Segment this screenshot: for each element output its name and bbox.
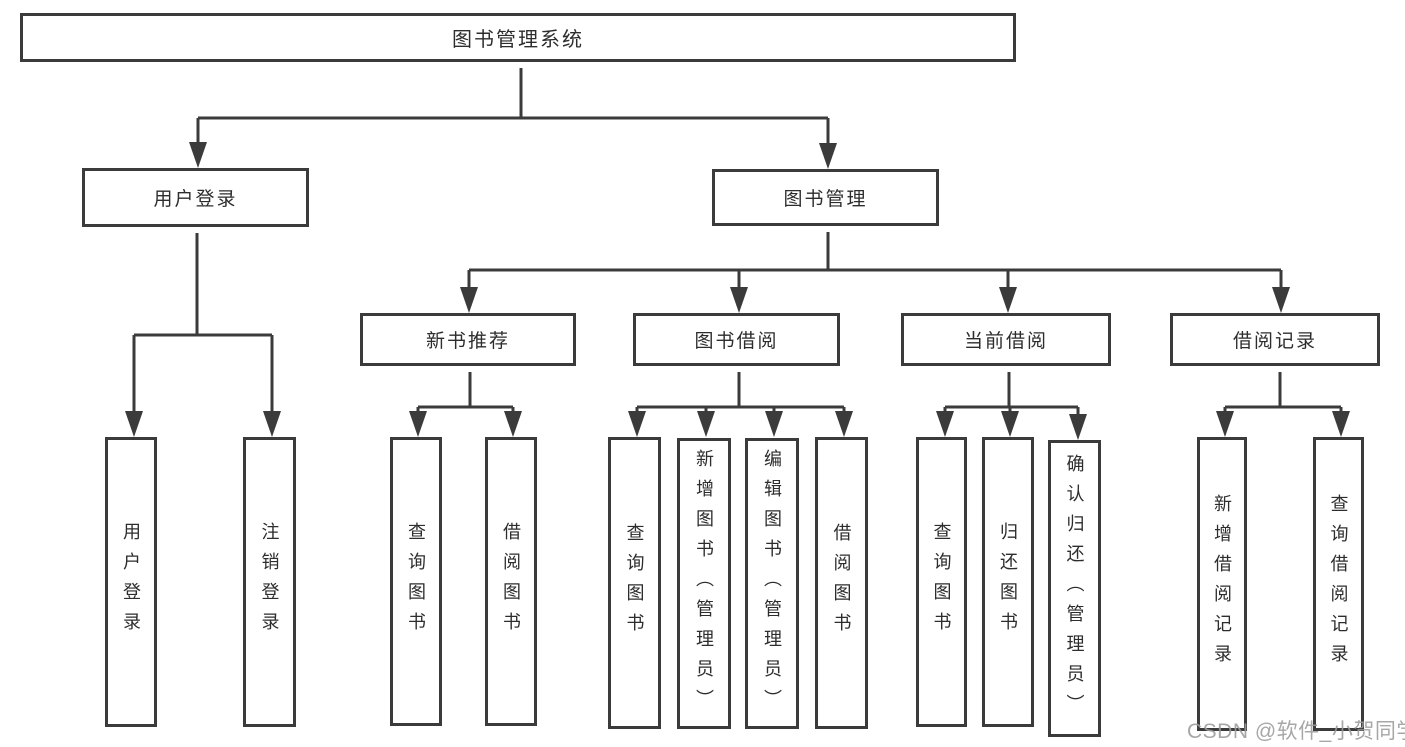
leaf-borrow-books: 借阅图书 [815, 437, 868, 729]
node-label: 图书管理 [783, 189, 868, 210]
leaf-label: 新增图书（管理员） [694, 448, 714, 719]
leaf-query-books-borrowing: 查询图书 [608, 437, 661, 729]
leaf-label: 查询图书 [624, 523, 645, 643]
leaf-query-borrow-record: 查询借阅记录 [1313, 437, 1364, 731]
leaf-label: 归还图书 [998, 522, 1018, 642]
leaf-label: 用户登录 [121, 522, 141, 642]
node-label: 用户登录 [153, 189, 238, 210]
leaf-user-login: 用户登录 [105, 437, 157, 727]
node-user-login: 用户登录 [82, 168, 309, 227]
node-label: 图书借阅 [694, 331, 779, 352]
node-label: 借阅记录 [1232, 331, 1317, 352]
leaf-label: 新增借阅记录 [1212, 494, 1232, 674]
leaf-return-books: 归还图书 [982, 437, 1034, 727]
csdn-watermark: CSDN @软件_小贺同学 [1187, 720, 1405, 743]
leaf-add-borrow-record: 新增借阅记录 [1197, 437, 1247, 731]
leaf-borrow-books-recommend: 借阅图书 [485, 437, 537, 726]
leaf-label: 查询图书 [406, 521, 426, 642]
leaf-logout: 注销登录 [243, 437, 296, 727]
leaf-query-books-recommend: 查询图书 [390, 437, 442, 726]
arrow-down-icons [125, 142, 1350, 440]
node-label: 当前借阅 [963, 331, 1048, 352]
leaf-label: 确认归还（管理员） [1064, 453, 1085, 724]
node-borrowing-records: 借阅记录 [1170, 313, 1380, 366]
node-current-borrowing: 当前借阅 [901, 313, 1111, 366]
leaf-label: 编辑图书（管理员） [762, 448, 782, 719]
node-label: 新书推荐 [425, 331, 510, 352]
leaf-label: 注销登录 [259, 522, 280, 642]
leaf-query-books-current: 查询图书 [916, 437, 967, 727]
leaf-label: 查询借阅记录 [1328, 494, 1349, 674]
node-book-borrowing: 图书借阅 [633, 313, 840, 366]
leaf-label: 借阅图书 [831, 523, 852, 643]
node-book-management: 图书管理 [712, 169, 939, 226]
leaf-label: 查询图书 [931, 522, 952, 642]
leaf-edit-books-admin: 编辑图书（管理员） [745, 438, 799, 729]
node-label: 图书管理系统 [452, 29, 584, 51]
node-new-book-recommendation: 新书推荐 [360, 313, 576, 366]
leaf-label: 借阅图书 [501, 521, 521, 642]
leaf-confirm-return-admin: 确认归还（管理员） [1048, 440, 1101, 737]
leaf-add-books-admin: 新增图书（管理员） [677, 438, 731, 729]
node-library-management-system: 图书管理系统 [20, 13, 1016, 62]
